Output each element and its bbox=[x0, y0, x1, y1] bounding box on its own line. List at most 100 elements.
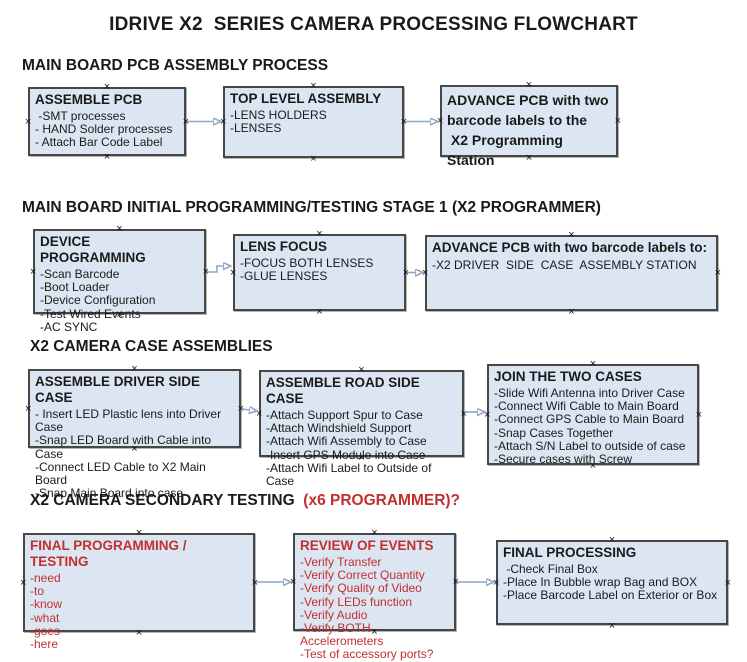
box-item: -Check Final Box bbox=[503, 562, 598, 576]
box-item: -LENSES bbox=[230, 121, 282, 136]
connection-anchor-icon: × bbox=[135, 527, 143, 539]
connection-anchor-icon: × bbox=[256, 407, 263, 420]
box-item: -Connect Wifi Cable to Main Board bbox=[494, 399, 679, 414]
flow-box-top-level-assembly: TOP LEVEL ASSEMBLY -LENS HOLDERS -LENSES… bbox=[220, 81, 407, 165]
box-item: -goes bbox=[30, 623, 61, 638]
connection-anchor-icon: × bbox=[493, 576, 500, 589]
connection-anchor-icon: × bbox=[608, 534, 616, 546]
box-item: -to bbox=[30, 584, 45, 599]
box-item: -Attach Wifi Assembly to Case bbox=[266, 434, 427, 449]
connection-anchor-icon: × bbox=[422, 267, 429, 279]
box-item: -Verify LEDs function bbox=[300, 594, 413, 609]
box-item: -Test of accessory ports? bbox=[300, 647, 434, 662]
connection-anchor-icon: × bbox=[484, 408, 491, 421]
connection-anchor-icon: × bbox=[30, 265, 37, 278]
connection-anchor-icon: × bbox=[220, 116, 227, 128]
box-title: ASSEMBLE DRIVER SIDE CASE bbox=[35, 374, 204, 405]
connection-anchor-icon: × bbox=[525, 79, 533, 91]
flow-box-device-programming: DEVICE PROGRAMMING -Scan Barcode -Boot L… bbox=[30, 224, 209, 334]
box-item: -Verify Transfer bbox=[300, 555, 382, 569]
connection-anchor-icon: × bbox=[608, 620, 616, 632]
connection-anchor-icon: × bbox=[437, 115, 444, 127]
box-item: -what bbox=[30, 610, 60, 625]
flow-box-assemble-pcb: ASSEMBLE PCB -SMT processes - HAND Solde… bbox=[25, 82, 189, 163]
connection-anchor-icon: × bbox=[310, 153, 317, 165]
connection-anchor-icon: × bbox=[116, 223, 123, 235]
connector-arrow bbox=[241, 409, 250, 410]
box-title: LENS FOCUS bbox=[240, 239, 328, 254]
box-title: REVIEW OF EVENTS bbox=[300, 538, 434, 553]
box-item: -LENS HOLDERS bbox=[230, 108, 327, 122]
flow-box-assemble-road-side-case: ASSEMBLE ROAD SIDE CASE -Attach Support … bbox=[256, 365, 467, 488]
flow-box-final-programming-testing: FINAL PROGRAMMING / TESTING -need -to -k… bbox=[20, 528, 258, 651]
box-item: -Place In Bubble wrap Bag and BOX bbox=[503, 575, 698, 590]
connection-anchor-icon: × bbox=[316, 306, 323, 318]
connection-anchor-icon: × bbox=[371, 527, 378, 539]
connection-anchor-icon: × bbox=[402, 266, 409, 279]
connection-anchor-icon: × bbox=[103, 81, 111, 93]
box-item: -Verify BOTH Accelerometers bbox=[300, 621, 384, 649]
box-item: -SMT processes bbox=[35, 109, 126, 123]
box-item: -know bbox=[30, 597, 63, 612]
box-item: -Snap Main Board into case bbox=[35, 486, 184, 501]
box-title: ADVANCE PCB with two barcode labels to: bbox=[432, 240, 708, 255]
connection-anchor-icon: × bbox=[131, 363, 138, 375]
connection-anchor-icon: × bbox=[568, 229, 575, 241]
flow-box-join-the-two-cases: JOIN THE TWO CASES -Slide Wifi Antenna i… bbox=[484, 359, 702, 472]
flow-box-advance-pcb-driver-side-station: ADVANCE PCB with two barcode labels to: … bbox=[422, 230, 721, 318]
connection-anchor-icon: × bbox=[358, 364, 365, 376]
section-heading-text: X2 CAMERA SECONDARY TESTING bbox=[30, 492, 295, 509]
box-item: -Attach Support Spur to Case bbox=[266, 408, 423, 422]
box-item: - Attach Bar Code Label bbox=[35, 135, 163, 150]
box-item: -Place Barcode Label on Exterior or Box bbox=[503, 588, 718, 603]
box-title: FINAL PROCESSING bbox=[503, 545, 637, 560]
box-item: -Insert GPS Module into Case bbox=[266, 447, 426, 462]
box-item: -Test Wired Events bbox=[40, 306, 141, 321]
connection-anchor-icon: × bbox=[310, 80, 317, 92]
box-item: -Boot Loader bbox=[40, 280, 110, 295]
connector-arrow bbox=[207, 266, 224, 273]
box-title: ASSEMBLE PCB bbox=[35, 92, 143, 107]
connection-anchor-icon: × bbox=[20, 576, 27, 589]
connection-anchor-icon: × bbox=[400, 116, 407, 128]
connection-anchor-icon: × bbox=[724, 576, 731, 589]
box-item: -AC SYNC bbox=[40, 319, 98, 334]
box-title: DEVICE PROGRAMMING bbox=[40, 234, 146, 265]
flow-box-review-of-events: REVIEW OF EVENTS -Verify Transfer -Verif… bbox=[290, 528, 459, 662]
box-item: - HAND Solder processes bbox=[35, 122, 173, 137]
connection-anchor-icon: × bbox=[182, 115, 189, 128]
box-title: ADVANCE PCB with two barcode labels to t… bbox=[447, 92, 609, 168]
connection-anchor-icon: × bbox=[25, 402, 32, 415]
connection-anchor-icon: × bbox=[290, 576, 297, 588]
connection-anchor-icon: × bbox=[316, 228, 323, 240]
box-title: ASSEMBLE ROAD SIDE CASE bbox=[266, 375, 424, 406]
box-item: -Snap Cases Together bbox=[494, 425, 614, 440]
box-item: -Attach Windshield Support bbox=[266, 421, 412, 436]
page-title: IDRIVE X2 SERIES CAMERA PROCESSING FLOWC… bbox=[109, 14, 638, 35]
box-title: JOIN THE TWO CASES bbox=[494, 369, 642, 384]
box-item: -Secure cases with Screw bbox=[494, 452, 633, 467]
flow-box-lens-focus: LENS FOCUS -FOCUS BOTH LENSES -GLUE LENS… bbox=[230, 229, 409, 318]
box-item: -Scan Barcode bbox=[40, 267, 120, 281]
connection-anchor-icon: × bbox=[237, 402, 244, 415]
box-item: - Insert LED Plastic lens into Driver Ca… bbox=[35, 407, 225, 435]
connection-anchor-icon: × bbox=[589, 358, 597, 370]
section-heading-initial-programming: MAIN BOARD INITIAL PROGRAMMING/TESTING S… bbox=[22, 199, 601, 216]
connection-anchor-icon: × bbox=[695, 408, 702, 421]
box-item: -X2 DRIVER SIDE CASE ASSEMBLY STATION bbox=[432, 258, 697, 272]
connection-anchor-icon: × bbox=[714, 267, 721, 279]
flow-box-assemble-driver-side-case: ASSEMBLE DRIVER SIDE CASE - Insert LED P… bbox=[25, 364, 244, 500]
box-item: -Verify Audio bbox=[300, 607, 368, 622]
connection-anchor-icon: × bbox=[25, 115, 32, 128]
box-item: -Attach Wifi Label to Outside of Case bbox=[266, 460, 435, 489]
connection-anchor-icon: × bbox=[251, 576, 258, 589]
box-item: -Snap LED Board with Cable into Case bbox=[35, 433, 215, 461]
box-title: TOP LEVEL ASSEMBLY bbox=[230, 91, 382, 106]
box-item: -Connect GPS Cable to Main Board bbox=[494, 412, 685, 427]
box-item: -FOCUS BOTH LENSES bbox=[240, 256, 374, 270]
connection-anchor-icon: × bbox=[202, 265, 209, 278]
box-item: -Device Configuration bbox=[40, 293, 156, 308]
flow-box-final-processing: FINAL PROCESSING -Check Final Box -Place… bbox=[493, 535, 731, 632]
connection-anchor-icon: × bbox=[614, 115, 621, 127]
